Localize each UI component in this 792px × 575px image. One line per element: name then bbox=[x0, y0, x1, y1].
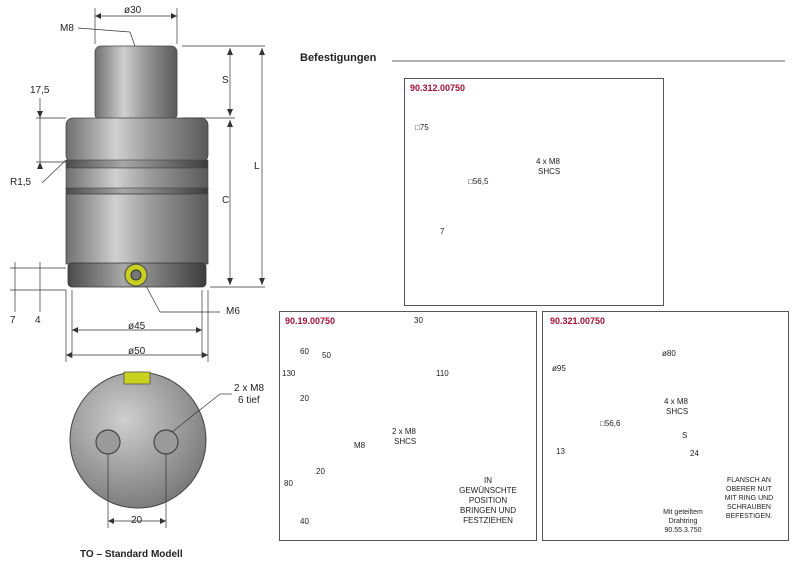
panel2-d110: 110 bbox=[436, 369, 449, 378]
panel2-d80: 80 bbox=[284, 479, 293, 488]
c-label: C bbox=[222, 195, 230, 206]
panel-flange-90-312 bbox=[404, 78, 664, 306]
cylinder-side-view bbox=[65, 45, 209, 288]
panel2-d40: 40 bbox=[300, 517, 309, 526]
panel2-note-line: BRINGEN UND bbox=[459, 506, 516, 515]
panel2-note-line: IN bbox=[484, 476, 492, 485]
dia50-label: ø50 bbox=[128, 346, 146, 357]
thread-top-label: M8 bbox=[60, 23, 74, 34]
panel-flange-90-321 bbox=[542, 311, 789, 541]
panel3-code: 90.321.00750 bbox=[550, 316, 606, 326]
panel3-note-line: MIT RING UND bbox=[724, 495, 774, 502]
dim-17-5-label: 17,5 bbox=[30, 85, 50, 96]
panel3-note-line: BEFESTIGEN. bbox=[725, 513, 773, 520]
panel-clamp-90-19 bbox=[279, 311, 537, 541]
panel3-d24: 24 bbox=[690, 449, 699, 458]
dim-7-label: 7 bbox=[10, 315, 16, 326]
panel1-shcs: SHCS bbox=[538, 167, 561, 176]
panel2-code: 90.19.00750 bbox=[285, 316, 336, 326]
piston-rod bbox=[94, 45, 178, 121]
panel3-note-line: SCHRAUBEN bbox=[727, 504, 771, 511]
panel2-note-line: FESTZIEHEN bbox=[463, 516, 513, 525]
panel3-shcs: SHCS bbox=[666, 407, 689, 416]
panel1-screws: 4 x M8 bbox=[536, 157, 561, 166]
radius-label: R1,5 bbox=[10, 177, 32, 188]
panel3-s: S bbox=[682, 431, 688, 440]
dia-top-label: ø30 bbox=[124, 5, 142, 16]
panel3-ring-line: 90.55.3.750 bbox=[664, 527, 702, 534]
panel3-ring-line: Mit geteiltem bbox=[663, 509, 703, 516]
cylinder-bottom-view bbox=[69, 371, 207, 509]
panel3-d80: ø80 bbox=[662, 349, 676, 358]
dia45-label: ø45 bbox=[128, 321, 146, 332]
panel1-sq75: □75 bbox=[415, 123, 429, 132]
panel2-d50: 50 bbox=[322, 351, 331, 360]
m6-label: M6 bbox=[226, 306, 240, 317]
bottom-thread-label: 2 x M8 bbox=[234, 383, 265, 394]
panel3-d13: 13 bbox=[556, 447, 565, 456]
section-title: Befestigungen bbox=[300, 52, 377, 64]
panel3-screws: 4 x M8 bbox=[664, 397, 689, 406]
panel2-note: IN GEWÜNSCHTE POSITION BRINGEN UND FESTZ… bbox=[452, 476, 524, 526]
panel2-d20a: 20 bbox=[300, 394, 309, 403]
panel3-note: FLANSCH AN OBERER NUT MIT RING UND SCHRA… bbox=[712, 476, 786, 521]
panel2-d20b: 20 bbox=[316, 467, 325, 476]
panel3-ring-line: Drahtring bbox=[668, 518, 698, 525]
panel2-note-line: GEWÜNSCHTE bbox=[459, 486, 517, 495]
panel3-note-line: FLANSCH AN bbox=[727, 477, 771, 484]
panel3-d95: ø95 bbox=[552, 364, 566, 373]
panel1-dim7: 7 bbox=[440, 227, 445, 236]
s-label: S bbox=[222, 75, 229, 86]
dim-4-label: 4 bbox=[35, 315, 41, 326]
l-label: L bbox=[254, 161, 260, 172]
panel2-screws: 2 x M8 bbox=[392, 427, 417, 436]
cylinder-body bbox=[65, 193, 209, 265]
bottom-depth-label: 6 tief bbox=[238, 395, 260, 406]
panel3-ring-note: Mit geteiltem Drahtring 90.55.3.750 bbox=[648, 508, 718, 535]
panel2-m8: M8 bbox=[354, 441, 366, 450]
dim-20-label: 20 bbox=[131, 515, 143, 526]
panel2-d30: 30 bbox=[414, 316, 423, 325]
main-caption: TO – Standard Modell bbox=[80, 549, 183, 560]
panel2-d130: 130 bbox=[282, 369, 296, 378]
panel2-note-line: POSITION bbox=[468, 496, 508, 505]
panel3-sq56: □56,6 bbox=[600, 419, 621, 428]
cylinder-upper bbox=[65, 117, 209, 163]
panel1-code: 90.312.00750 bbox=[410, 83, 466, 93]
panel2-d60: 60 bbox=[300, 347, 309, 356]
panel2-shcs: SHCS bbox=[394, 437, 417, 446]
panel3-note-line: OBERER NUT bbox=[726, 486, 772, 493]
panel1-sq56: □56,5 bbox=[468, 177, 489, 186]
